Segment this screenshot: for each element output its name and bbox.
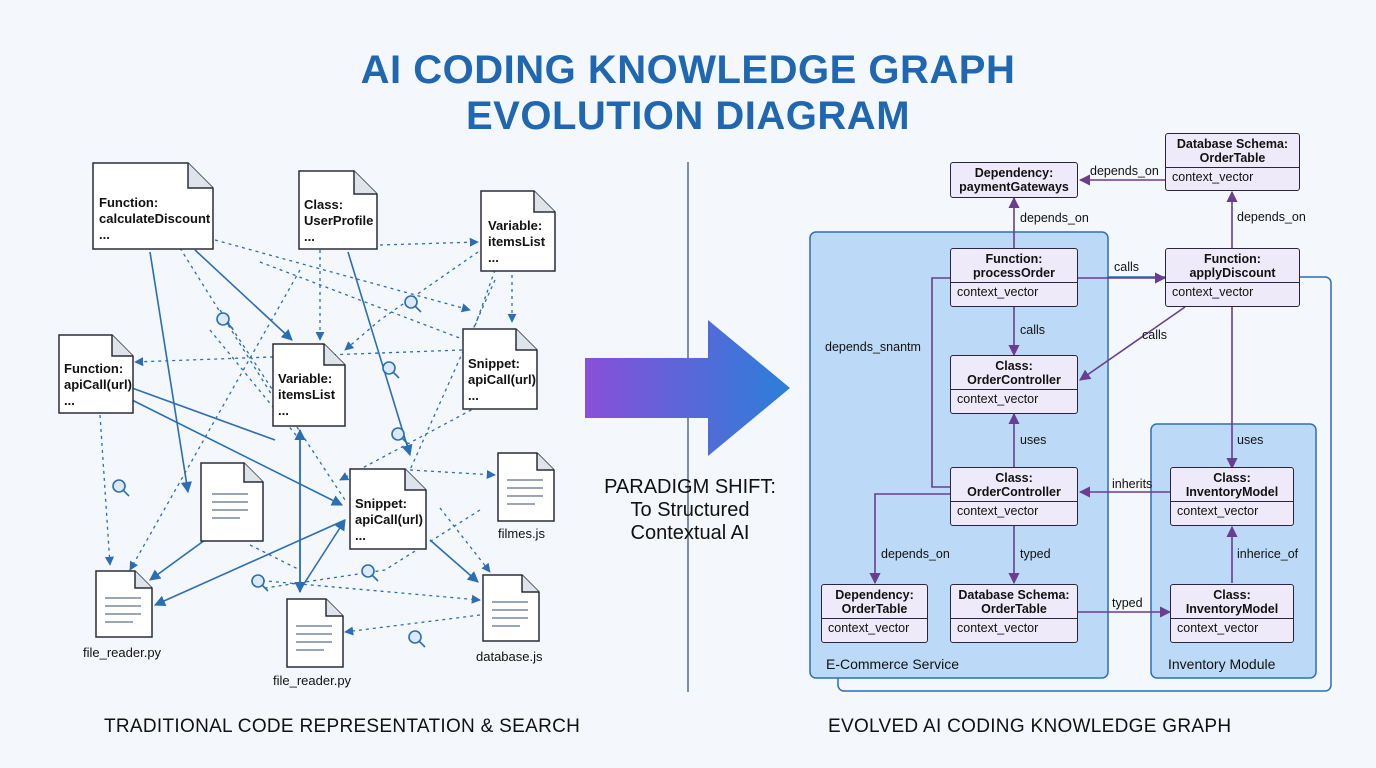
edge-label-calls-top: calls — [1114, 260, 1140, 274]
code-card-calculate-discount[interactable]: Function: calculateDiscount ... — [92, 162, 214, 250]
magnifier-icon — [404, 295, 422, 313]
node-field: context_vector — [951, 389, 1077, 409]
node-field: context_vector — [822, 618, 927, 638]
paradigm-shift-text: PARADIGM SHIFT: To Structured Contextual… — [604, 476, 776, 544]
code-card-label: Function: apiCall(url) ... — [64, 361, 132, 408]
right-connectors — [869, 174, 1238, 618]
magnifier-icon — [391, 427, 409, 445]
node-class-order-controller-lower[interactable]: Class: OrderController context_vector — [950, 467, 1078, 526]
edge-label-inherice-of: inherice_of — [1237, 547, 1299, 561]
code-card-items-list-center[interactable]: Variable: itemsList ... — [272, 343, 346, 427]
code-card-label: Variable: itemsList ... — [488, 218, 546, 265]
magnifier-icon — [216, 312, 234, 330]
right-caption: EVOLVED AI CODING KNOWLEDGE GRAPH — [828, 716, 1232, 737]
magnifier-icon — [361, 564, 379, 582]
edge-label-depends-on-payment: depends_on — [1020, 211, 1089, 225]
edge-label-depends-on-bottom: depends_on — [881, 547, 950, 561]
file-name-reader-center: file_reader.py — [273, 673, 352, 688]
node-class-inventory-model-upper[interactable]: Class: InventoryModel context_vector — [1170, 467, 1294, 526]
edge-label-typed-mid: typed — [1020, 547, 1051, 561]
code-card-label: Class: UserProfile ... — [304, 197, 374, 244]
node-title: Dependency: paymentGateways — [959, 166, 1069, 194]
node-database-schema-order-table-top[interactable]: Database Schema: OrderTable context_vect… — [1165, 133, 1300, 191]
code-card-items-list-top[interactable]: Variable: itemsList ... — [480, 190, 556, 272]
file-name-filmes: filmes.js — [498, 526, 545, 541]
edge-label-depends-on-top: depends_on — [1090, 164, 1159, 178]
code-card-user-profile[interactable]: Class: UserProfile ... — [298, 170, 378, 250]
code-card-snippet-right[interactable]: Snippet: apiCall(url) ... — [462, 328, 538, 410]
magnifier-icon — [251, 574, 269, 592]
node-dependency-order-table[interactable]: Dependency: OrderTable context_vector — [821, 584, 928, 643]
node-title: Class: OrderController — [967, 471, 1061, 499]
file-name-database: database.js — [476, 649, 543, 664]
code-card-label: Function: calculateDiscount ... — [99, 195, 211, 242]
left-magnifier-icons — [112, 295, 426, 648]
edge-label-depends-on-apply: depends_on — [1237, 210, 1306, 224]
node-field: context_vector — [1171, 501, 1293, 521]
magnifier-icon — [382, 361, 400, 379]
node-field: context_vector — [951, 618, 1077, 638]
edge-label-depends-snantm: depends_snantm — [825, 340, 921, 354]
document-file-filmes[interactable] — [497, 452, 555, 522]
code-card-label: Snippet: apiCall(url) ... — [355, 496, 423, 543]
node-field: context_vector — [1166, 167, 1299, 187]
code-card-label: Variable: itemsList ... — [278, 371, 336, 418]
node-title: Class: InventoryModel — [1185, 588, 1279, 616]
node-field: context_vector — [1166, 282, 1299, 302]
left-caption: TRADITIONAL CODE REPRESENTATION & SEARCH — [104, 716, 581, 737]
node-title: Database Schema: OrderTable — [958, 588, 1070, 616]
document-file-reader-center[interactable] — [286, 598, 344, 668]
magnifier-icon — [112, 479, 130, 497]
edge-label-uses-left: uses — [1020, 433, 1047, 447]
group-label-inventory: Inventory Module — [1168, 656, 1276, 672]
node-class-order-controller-upper[interactable]: Class: OrderController context_vector — [950, 355, 1078, 414]
code-card-api-call-left[interactable]: Function: apiCall(url) ... — [58, 334, 134, 414]
edge-label-calls-diag: calls — [1142, 328, 1168, 342]
group-label-ecommerce: E-Commerce Service — [826, 656, 960, 672]
node-field: context_vector — [1171, 618, 1293, 638]
node-function-apply-discount[interactable]: Function: applyDiscount context_vector — [1165, 248, 1300, 307]
node-database-schema-order-table-bottom[interactable]: Database Schema: OrderTable context_vect… — [950, 584, 1078, 643]
page-title-line2: EVOLUTION DIAGRAM — [465, 94, 911, 138]
code-card-snippet-center[interactable]: Snippet: apiCall(url) ... — [349, 468, 427, 550]
node-title: Class: InventoryModel — [1185, 471, 1279, 499]
document-file-reader-left[interactable] — [95, 570, 153, 638]
edge-label-uses-right: uses — [1237, 433, 1264, 447]
node-title: Function: applyDiscount — [1189, 252, 1276, 280]
edge-label-typed-right: typed — [1112, 596, 1143, 610]
node-class-inventory-model-lower[interactable]: Class: InventoryModel context_vector — [1170, 584, 1294, 643]
node-dependency-payment-gateways[interactable]: Dependency: paymentGateways — [950, 162, 1078, 198]
node-title: Dependency: OrderTable — [835, 588, 914, 616]
left-solid-connectors — [131, 249, 479, 606]
code-card-label: Snippet: apiCall(url) ... — [468, 356, 536, 403]
node-field: context_vector — [951, 282, 1077, 302]
magnifier-icon — [408, 630, 426, 648]
left-dashed-connectors — [99, 237, 517, 636]
paradigm-shift-arrow — [585, 320, 790, 456]
ecommerce-group — [809, 231, 1109, 679]
file-name-reader-left: file_reader.py — [83, 645, 162, 660]
node-field: context_vector — [951, 501, 1077, 521]
document-file-unnamed[interactable] — [200, 462, 264, 542]
node-title: Function: processOrder — [973, 252, 1055, 280]
page-title-line1: AI CODING KNOWLEDGE GRAPH — [360, 48, 1016, 92]
node-function-process-order[interactable]: Function: processOrder context_vector — [950, 248, 1078, 307]
edge-label-calls-mid: calls — [1020, 323, 1046, 337]
document-file-database[interactable] — [482, 574, 540, 642]
node-title: Database Schema: OrderTable — [1176, 137, 1289, 165]
edge-label-inherits: inherits — [1112, 477, 1153, 491]
node-title: Class: OrderController — [967, 359, 1061, 387]
